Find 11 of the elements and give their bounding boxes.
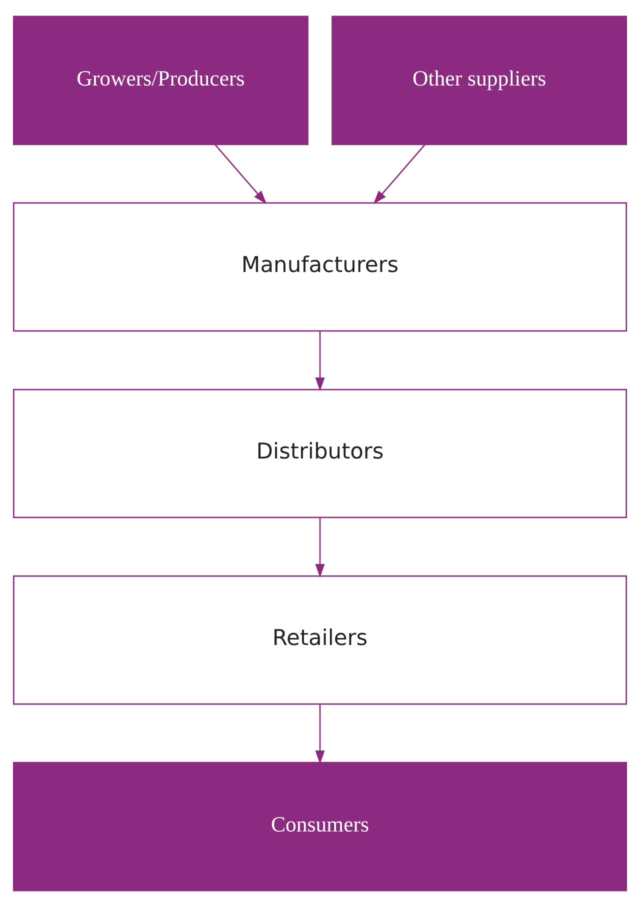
arrow xyxy=(315,517,325,578)
node-box: Manufacturers xyxy=(12,202,628,332)
node-box: Other suppliers xyxy=(332,15,628,145)
node-box: Growers/Producers xyxy=(12,15,308,145)
node-box: Consumers xyxy=(12,761,628,891)
node-box: Retailers xyxy=(12,574,628,704)
arrow xyxy=(214,144,267,204)
arrow xyxy=(373,144,426,204)
arrow xyxy=(315,704,325,764)
arrow xyxy=(315,330,325,391)
node-box: Distributors xyxy=(12,388,628,518)
